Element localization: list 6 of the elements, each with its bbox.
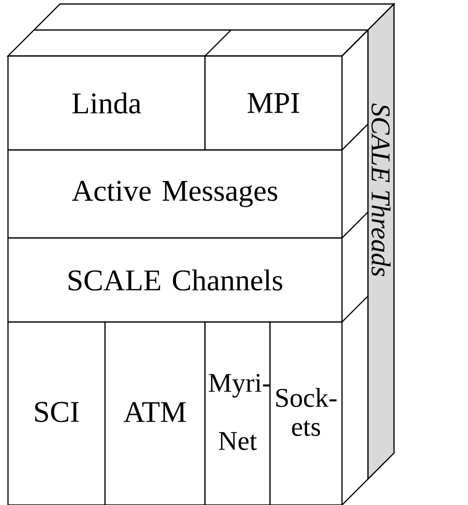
protocol-box: Sock- ets (269, 321, 343, 505)
protocol-box: SCI (7, 321, 106, 505)
protocol-box: ATM (104, 321, 206, 505)
protocol-box: Myri- Net (204, 321, 271, 505)
protocol-box: MPI (204, 55, 343, 151)
layer-box: Linda (7, 55, 206, 151)
